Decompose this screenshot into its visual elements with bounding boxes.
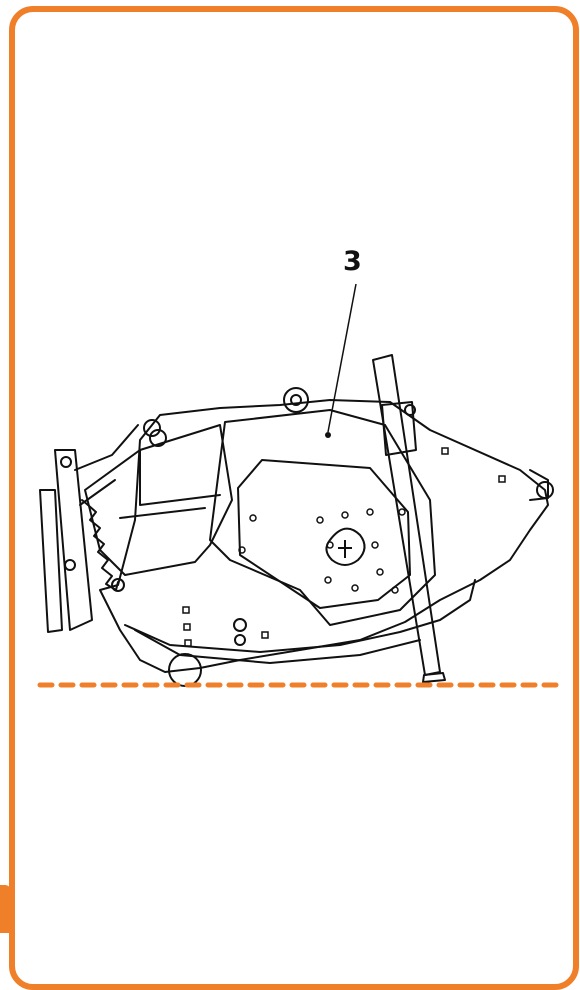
callout-label: 3: [343, 246, 362, 277]
front-hood: [209, 409, 436, 626]
hopper-box: [84, 424, 233, 576]
tension-spring: [87, 504, 117, 591]
gearbox-emblem: [325, 527, 366, 566]
lifting-eye: [283, 387, 309, 413]
callout-leader-line: [327, 283, 357, 433]
top-roller-right: [149, 429, 167, 447]
page-edge-tab: [0, 885, 11, 933]
callout-dot: [325, 432, 331, 438]
orange-rounded-frame: [9, 6, 579, 990]
top-roller-left: [143, 419, 161, 437]
mower-deck-shell: [99, 399, 549, 673]
gearbox-cover-plate: [237, 459, 411, 609]
hitch-frame: [54, 449, 93, 631]
support-leg: [372, 354, 441, 676]
